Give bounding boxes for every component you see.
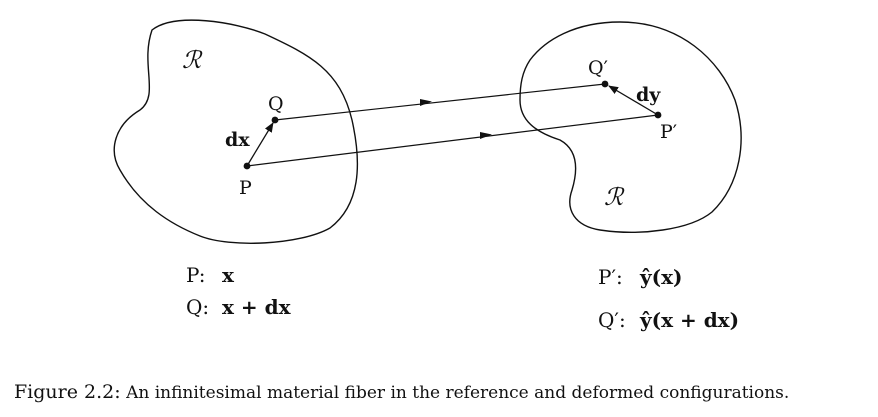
legend-q-prime-value: ŷ(x + dx) (639, 308, 739, 332)
legend-q-prime-name: Q′: (598, 308, 626, 332)
point-q-dot (271, 116, 279, 124)
point-p-label: P (239, 177, 252, 199)
point-p-prime-label: P′ (660, 121, 677, 143)
point-q-prime-label: Q′ (588, 57, 608, 79)
legend-p-value: x (222, 263, 235, 287)
legend-p-prime-value: ŷ(x) (639, 265, 682, 289)
reference-region-boundary (113, 19, 359, 244)
dy-vector-arrow (608, 85, 659, 116)
point-q-prime-dot (601, 80, 609, 88)
mapping-line-p (246, 114, 659, 167)
point-q-label: Q (268, 93, 284, 115)
dy-label: dy (636, 84, 661, 106)
reference-region-label: ℛ (182, 46, 203, 74)
dx-vector-arrow (246, 122, 274, 167)
deformed-region-label: ℛ (604, 183, 625, 211)
figure-caption-text: An infinitesimal material fiber in the r… (126, 383, 790, 403)
legend-q-value: x + dx (222, 295, 292, 319)
mapping-arrow-p (480, 132, 492, 139)
mapping-line-q (274, 83, 606, 121)
deformed-legend: P′: ŷ(x) Q′: ŷ(x + dx) (598, 265, 739, 332)
legend-q-name: Q: (186, 295, 209, 319)
legend-p-prime-name: P′: (598, 265, 623, 289)
figure-number: Figure 2.2: (14, 381, 121, 403)
legend-p-name: P: (186, 263, 205, 287)
point-p-prime-dot (654, 111, 662, 119)
dx-label: dx (225, 129, 250, 151)
reference-legend: P: x Q: x + dx (186, 263, 292, 319)
deformed-region-boundary (519, 21, 742, 233)
figure-caption: Figure 2.2: An infinitesimal material fi… (14, 381, 874, 403)
mapping-arrow-q (420, 99, 432, 106)
point-p-dot (243, 162, 251, 170)
